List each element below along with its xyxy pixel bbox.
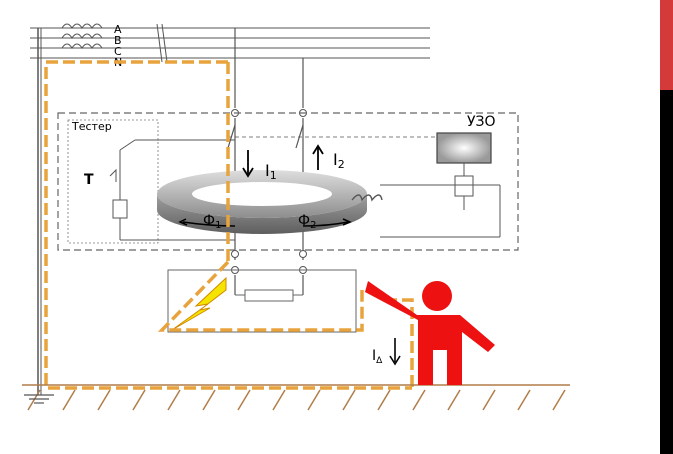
tester-label: Тестер [71, 120, 112, 133]
tester-button-label: T [84, 172, 94, 188]
tester-circuit [109, 139, 235, 241]
side-bar-black [660, 90, 673, 454]
phase-a-label: A [114, 23, 122, 36]
rcd-enclosure [57, 112, 519, 251]
spark-icon [171, 276, 227, 331]
current-i1-label: I1 [265, 161, 277, 182]
flux-1-label: Ф1 [203, 213, 221, 231]
side-bar-red [660, 0, 673, 90]
phase-b-label: B [114, 34, 122, 47]
person-figure [365, 281, 495, 385]
supply-lines [30, 23, 430, 395]
ground-symbol [24, 394, 54, 404]
phase-coils [61, 23, 103, 49]
leak-current-label: IΔ [372, 348, 383, 366]
load-box [167, 269, 357, 333]
current-arrows [242, 144, 324, 178]
leak-current-arrow [389, 338, 401, 366]
leakage-path [44, 60, 414, 390]
rcd-label: УЗО [467, 114, 496, 130]
main-contacts [227, 124, 440, 149]
tester-enclosure [67, 119, 159, 244]
flux-arrows [178, 218, 352, 227]
current-i2-label: I2 [333, 150, 345, 171]
relay-wiring [380, 163, 501, 238]
phase-c-label: C [114, 45, 122, 58]
relay-box [436, 132, 492, 164]
ground-hatching [22, 384, 570, 411]
flux-2-label: Ф2 [298, 213, 316, 231]
